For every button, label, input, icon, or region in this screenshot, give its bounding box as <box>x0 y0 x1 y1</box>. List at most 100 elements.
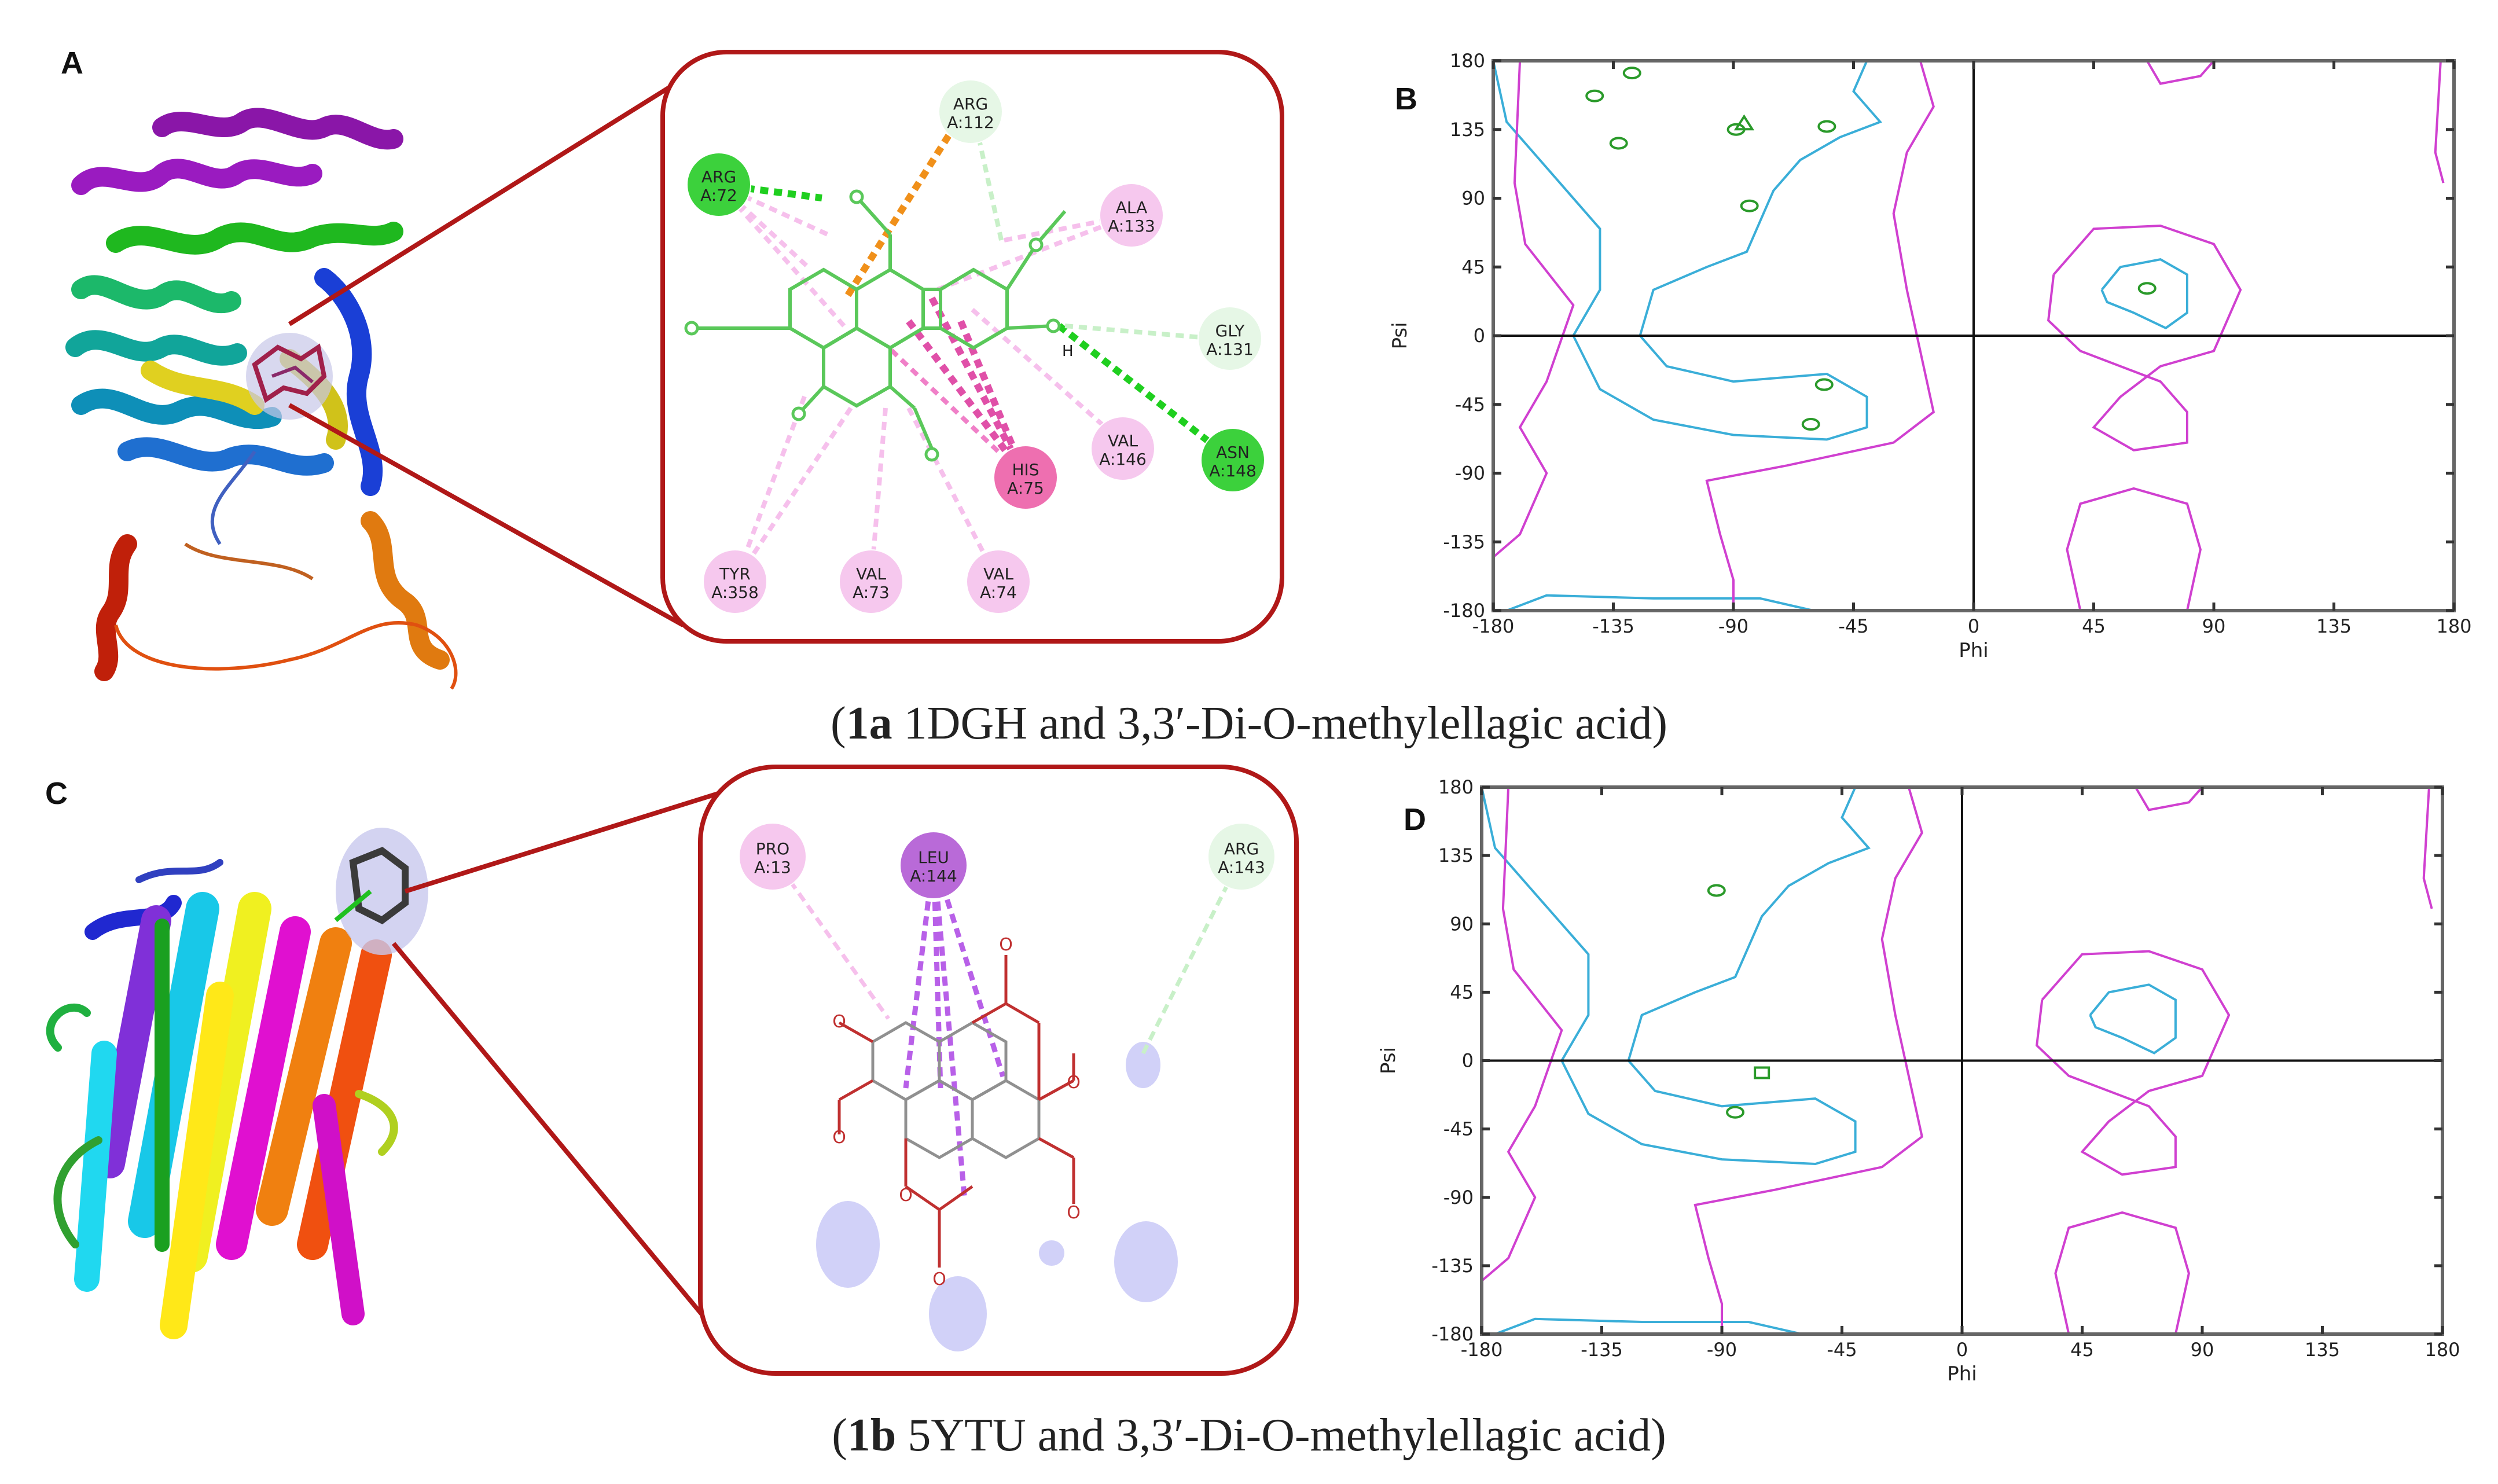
x-tick-label: -45 <box>1827 1339 1857 1361</box>
caption-1a: (1a 1DGH and 3,3′-Di-O-methylellagic aci… <box>831 698 1667 749</box>
x-tick-label: -135 <box>1581 1339 1623 1361</box>
svg-text:O: O <box>999 935 1013 955</box>
x-tick-label: -135 <box>1592 615 1634 637</box>
residue-point <box>1817 120 1836 133</box>
residue-chain: A:143 <box>1218 858 1265 877</box>
residue-name: ARG <box>701 167 736 186</box>
y-tick-label: 45 <box>1461 256 1485 278</box>
x-tick-label: 90 <box>2202 615 2226 637</box>
y-tick-label: 90 <box>1461 188 1485 210</box>
residue-name: ASN <box>1216 443 1250 462</box>
residue-chain: A:358 <box>711 583 759 602</box>
residue-name: PRO <box>756 839 789 858</box>
residue-chain: A:74 <box>980 583 1017 602</box>
residue-chain: A:133 <box>1108 216 1155 236</box>
y-tick-label: 135 <box>1450 119 1485 141</box>
caption-1b: (1b 5YTU and 3,3′-Di-O-methylellagic aci… <box>832 1410 1666 1461</box>
y-tick-label: 180 <box>1450 52 1485 72</box>
x-tick-label: 180 <box>2424 1339 2460 1361</box>
zoom-lines-a <box>288 73 690 627</box>
panel-letter-c: C <box>45 776 68 811</box>
y-tick-label: 135 <box>1438 844 1474 866</box>
svg-text:O: O <box>1067 1203 1081 1223</box>
interaction-diagram-1dgh: H ARGA:112ARGA:72ALAA:133GLYA:131VALA:14… <box>660 50 1284 644</box>
residue-chain: A:144 <box>910 866 957 886</box>
y-tick-label: -90 <box>1455 462 1485 484</box>
x-tick-label: -180 <box>1461 1339 1503 1361</box>
residue-name: LEU <box>918 848 949 867</box>
svg-text:O: O <box>1067 1072 1081 1093</box>
residue-point <box>1754 1066 1770 1079</box>
residue-chain: A:72 <box>700 186 737 205</box>
x-tick-label: -180 <box>1472 615 1515 637</box>
residue-point <box>1707 884 1726 897</box>
x-tick-label: 0 <box>1956 1339 1968 1361</box>
residue-name: GLY <box>1215 321 1246 340</box>
x-tick-label: 90 <box>2191 1339 2214 1361</box>
residue-chain: A:75 <box>1007 479 1044 498</box>
y-tick-label: -45 <box>1443 1118 1474 1140</box>
protein-structure-5ytu <box>46 828 428 1339</box>
residue-point <box>1801 418 1820 431</box>
hydrogen-label: H <box>1062 343 1074 360</box>
x-tick-label: 0 <box>1968 615 1979 637</box>
residue-chain: A:13 <box>754 858 791 877</box>
svg-text:O: O <box>832 1012 846 1032</box>
residue-point <box>1609 137 1628 150</box>
residue-point <box>1814 378 1834 391</box>
y-tick-label: -90 <box>1443 1187 1474 1208</box>
residue-point <box>1733 114 1755 131</box>
residue-chain: A:148 <box>1209 461 1257 480</box>
x-tick-label: -45 <box>1838 615 1868 637</box>
x-tick-label: 135 <box>2305 1339 2340 1361</box>
svg-text:O: O <box>832 1127 846 1148</box>
y-tick-label: 0 <box>1462 1050 1474 1072</box>
x-tick-label: 45 <box>2082 615 2106 637</box>
residue-chain: A:73 <box>853 583 890 602</box>
plot-d-contours <box>1481 786 2433 1335</box>
y-tick-label: -180 <box>1431 1323 1474 1345</box>
svg-text:O: O <box>932 1269 946 1290</box>
residue-point <box>1740 199 1759 212</box>
y-tick-label: -180 <box>1443 600 1485 622</box>
residue-name: TYR <box>719 564 751 583</box>
y-tick-label: -135 <box>1431 1255 1474 1277</box>
y-axis-label: Psi <box>1377 1047 1400 1074</box>
plot-b-contours <box>1492 60 2445 612</box>
y-tick-label: 90 <box>1450 913 1474 935</box>
zoom-lines-c <box>391 773 777 1356</box>
svg-text:O: O <box>899 1185 913 1206</box>
x-tick-label: -90 <box>1707 1339 1737 1361</box>
residue-chain: A:112 <box>947 113 994 132</box>
residue-name: VAL <box>856 564 887 583</box>
residue-name: VAL <box>983 564 1014 583</box>
panel-letter-b: B <box>1395 82 1417 116</box>
residue-name: ALA <box>1116 198 1148 217</box>
residue-point <box>1585 89 1604 102</box>
residue-chain: A:131 <box>1206 340 1254 359</box>
x-tick-label: -90 <box>1718 615 1748 637</box>
x-axis-label: Phi <box>1947 1362 1977 1386</box>
x-tick-label: 45 <box>2070 1339 2094 1361</box>
x-tick-label: 180 <box>2436 615 2471 637</box>
y-tick-label: 45 <box>1450 981 1474 1003</box>
y-tick-label: 0 <box>1474 325 1485 347</box>
y-tick-label: -135 <box>1443 531 1485 553</box>
residue-name: ARG <box>953 94 988 113</box>
residue-point <box>1726 1105 1745 1119</box>
